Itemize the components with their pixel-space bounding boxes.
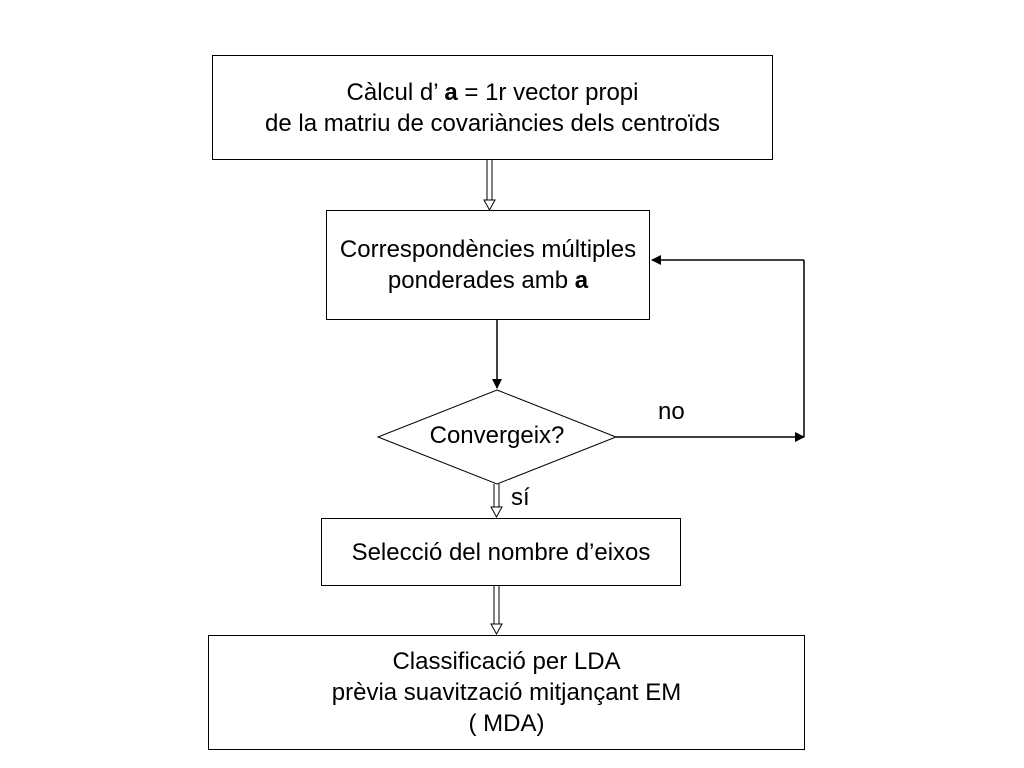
compute-eigenvector-line2: de la matriu de covariàncies dels centro… xyxy=(265,109,720,137)
compute-eigenvector-symbol: a xyxy=(444,78,458,106)
axis-selection-label: Selecció del nombre d’eixos xyxy=(351,538,651,566)
decision-label: Convergeix? xyxy=(429,422,565,449)
arrow-select-to-classify xyxy=(490,586,503,636)
arrow-no-loop xyxy=(616,255,805,442)
weighted-correspondence-line1: Correspondències múltiples xyxy=(339,236,637,263)
arrow-decision-to-select xyxy=(490,484,503,519)
edge-label-no: no xyxy=(658,398,685,425)
edge-label-yes: sí xyxy=(511,484,530,511)
weighted-correspondence-line2: ponderades amb a xyxy=(388,265,588,296)
weighted-correspondence-text-pre: ponderades amb xyxy=(387,267,575,294)
weighted-correspondence-symbol: a xyxy=(574,267,589,294)
compute-eigenvector-text-pre: Càlcul d’ xyxy=(346,78,445,106)
classification-line2: prèvia suavització mitjançant EM xyxy=(331,679,682,706)
arrow-calc-to-corr xyxy=(483,160,496,212)
weighted-correspondence-box: Correspondències múltiples ponderades am… xyxy=(326,210,650,320)
axis-selection-box: Selecció del nombre d’eixos xyxy=(321,518,681,586)
classification-line1: Classificació per LDA xyxy=(392,648,621,675)
compute-eigenvector-box: Càlcul d’ a = 1r vector propi de la matr… xyxy=(212,55,773,160)
compute-eigenvector-text-post: = 1r vector propi xyxy=(457,78,639,106)
compute-eigenvector-line1: Càlcul d’ a = 1r vector propi xyxy=(347,77,639,108)
classification-line3: ( MDA) xyxy=(468,710,545,737)
classification-box: Classificació per LDA prèvia suavització… xyxy=(208,635,805,750)
decision-diamond xyxy=(376,389,618,485)
